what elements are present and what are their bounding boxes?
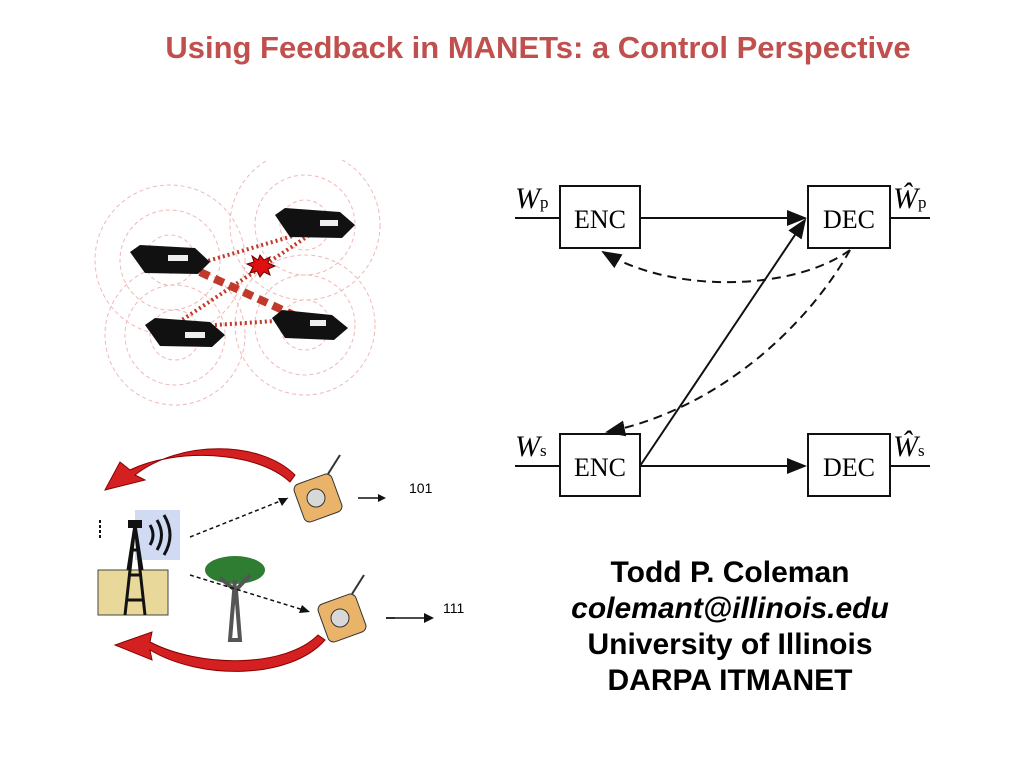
output-s-symbol: Ŵ bbox=[893, 430, 921, 463]
radio-receiver-icon bbox=[293, 454, 343, 523]
feedback-arrow-bottom bbox=[113, 631, 326, 672]
radio-receiver-icon bbox=[317, 574, 367, 643]
input-s-subscript: s bbox=[540, 441, 547, 460]
manet-network-figure bbox=[94, 160, 381, 406]
broadcast-figure bbox=[97, 448, 395, 672]
tree-icon bbox=[205, 556, 265, 642]
svg-text:Ŵs: Ŵs bbox=[893, 430, 925, 463]
lower-output-arrow bbox=[386, 613, 434, 623]
output-p-symbol: Ŵ bbox=[893, 182, 921, 215]
input-p-subscript: p bbox=[540, 193, 549, 212]
decoder-p-label: DEC bbox=[823, 205, 875, 234]
lower-bit-string: 111 bbox=[443, 600, 465, 616]
vehicle-icon bbox=[272, 310, 348, 340]
author-program: DARPA ITMANET bbox=[607, 664, 853, 697]
author-affiliation: University of Illinois bbox=[587, 628, 873, 661]
svg-text:Ŵp: Ŵp bbox=[893, 182, 927, 215]
svg-text:Ws: Ws bbox=[515, 430, 547, 463]
slide-title: Using Feedback in MANETs: a Control Pers… bbox=[165, 30, 911, 65]
vehicle-icon bbox=[130, 245, 210, 274]
decoder-p-block bbox=[807, 185, 891, 249]
input-p-symbol: W bbox=[515, 182, 543, 215]
encoder-s-label: ENC bbox=[574, 453, 626, 482]
svg-text:Wp: Wp bbox=[515, 182, 549, 215]
decoder-s-label: DEC bbox=[823, 453, 875, 482]
author-email[interactable]: colemant@illinois.edu bbox=[571, 592, 889, 625]
encoder-decoder-diagram: ENC DEC ENC DEC Wp Ws Ŵp Ŵs bbox=[515, 182, 930, 497]
feedback-arrow-top bbox=[104, 448, 296, 491]
encoder-p-label: ENC bbox=[574, 205, 626, 234]
upper-bit-string: 101 bbox=[409, 480, 433, 496]
collision-icon bbox=[245, 254, 277, 278]
input-s-symbol: W bbox=[515, 430, 543, 463]
vehicle-icon bbox=[145, 318, 225, 347]
decoder-s-block bbox=[807, 433, 891, 497]
output-p-subscript: p bbox=[918, 193, 927, 212]
radio-tower-icon bbox=[97, 510, 180, 616]
author-name: Todd P. Coleman bbox=[610, 556, 850, 589]
output-s-subscript: s bbox=[918, 441, 925, 460]
vehicle-icon bbox=[275, 208, 355, 238]
author-block: Todd P. Coleman colemant@illinois.edu Un… bbox=[530, 555, 930, 699]
